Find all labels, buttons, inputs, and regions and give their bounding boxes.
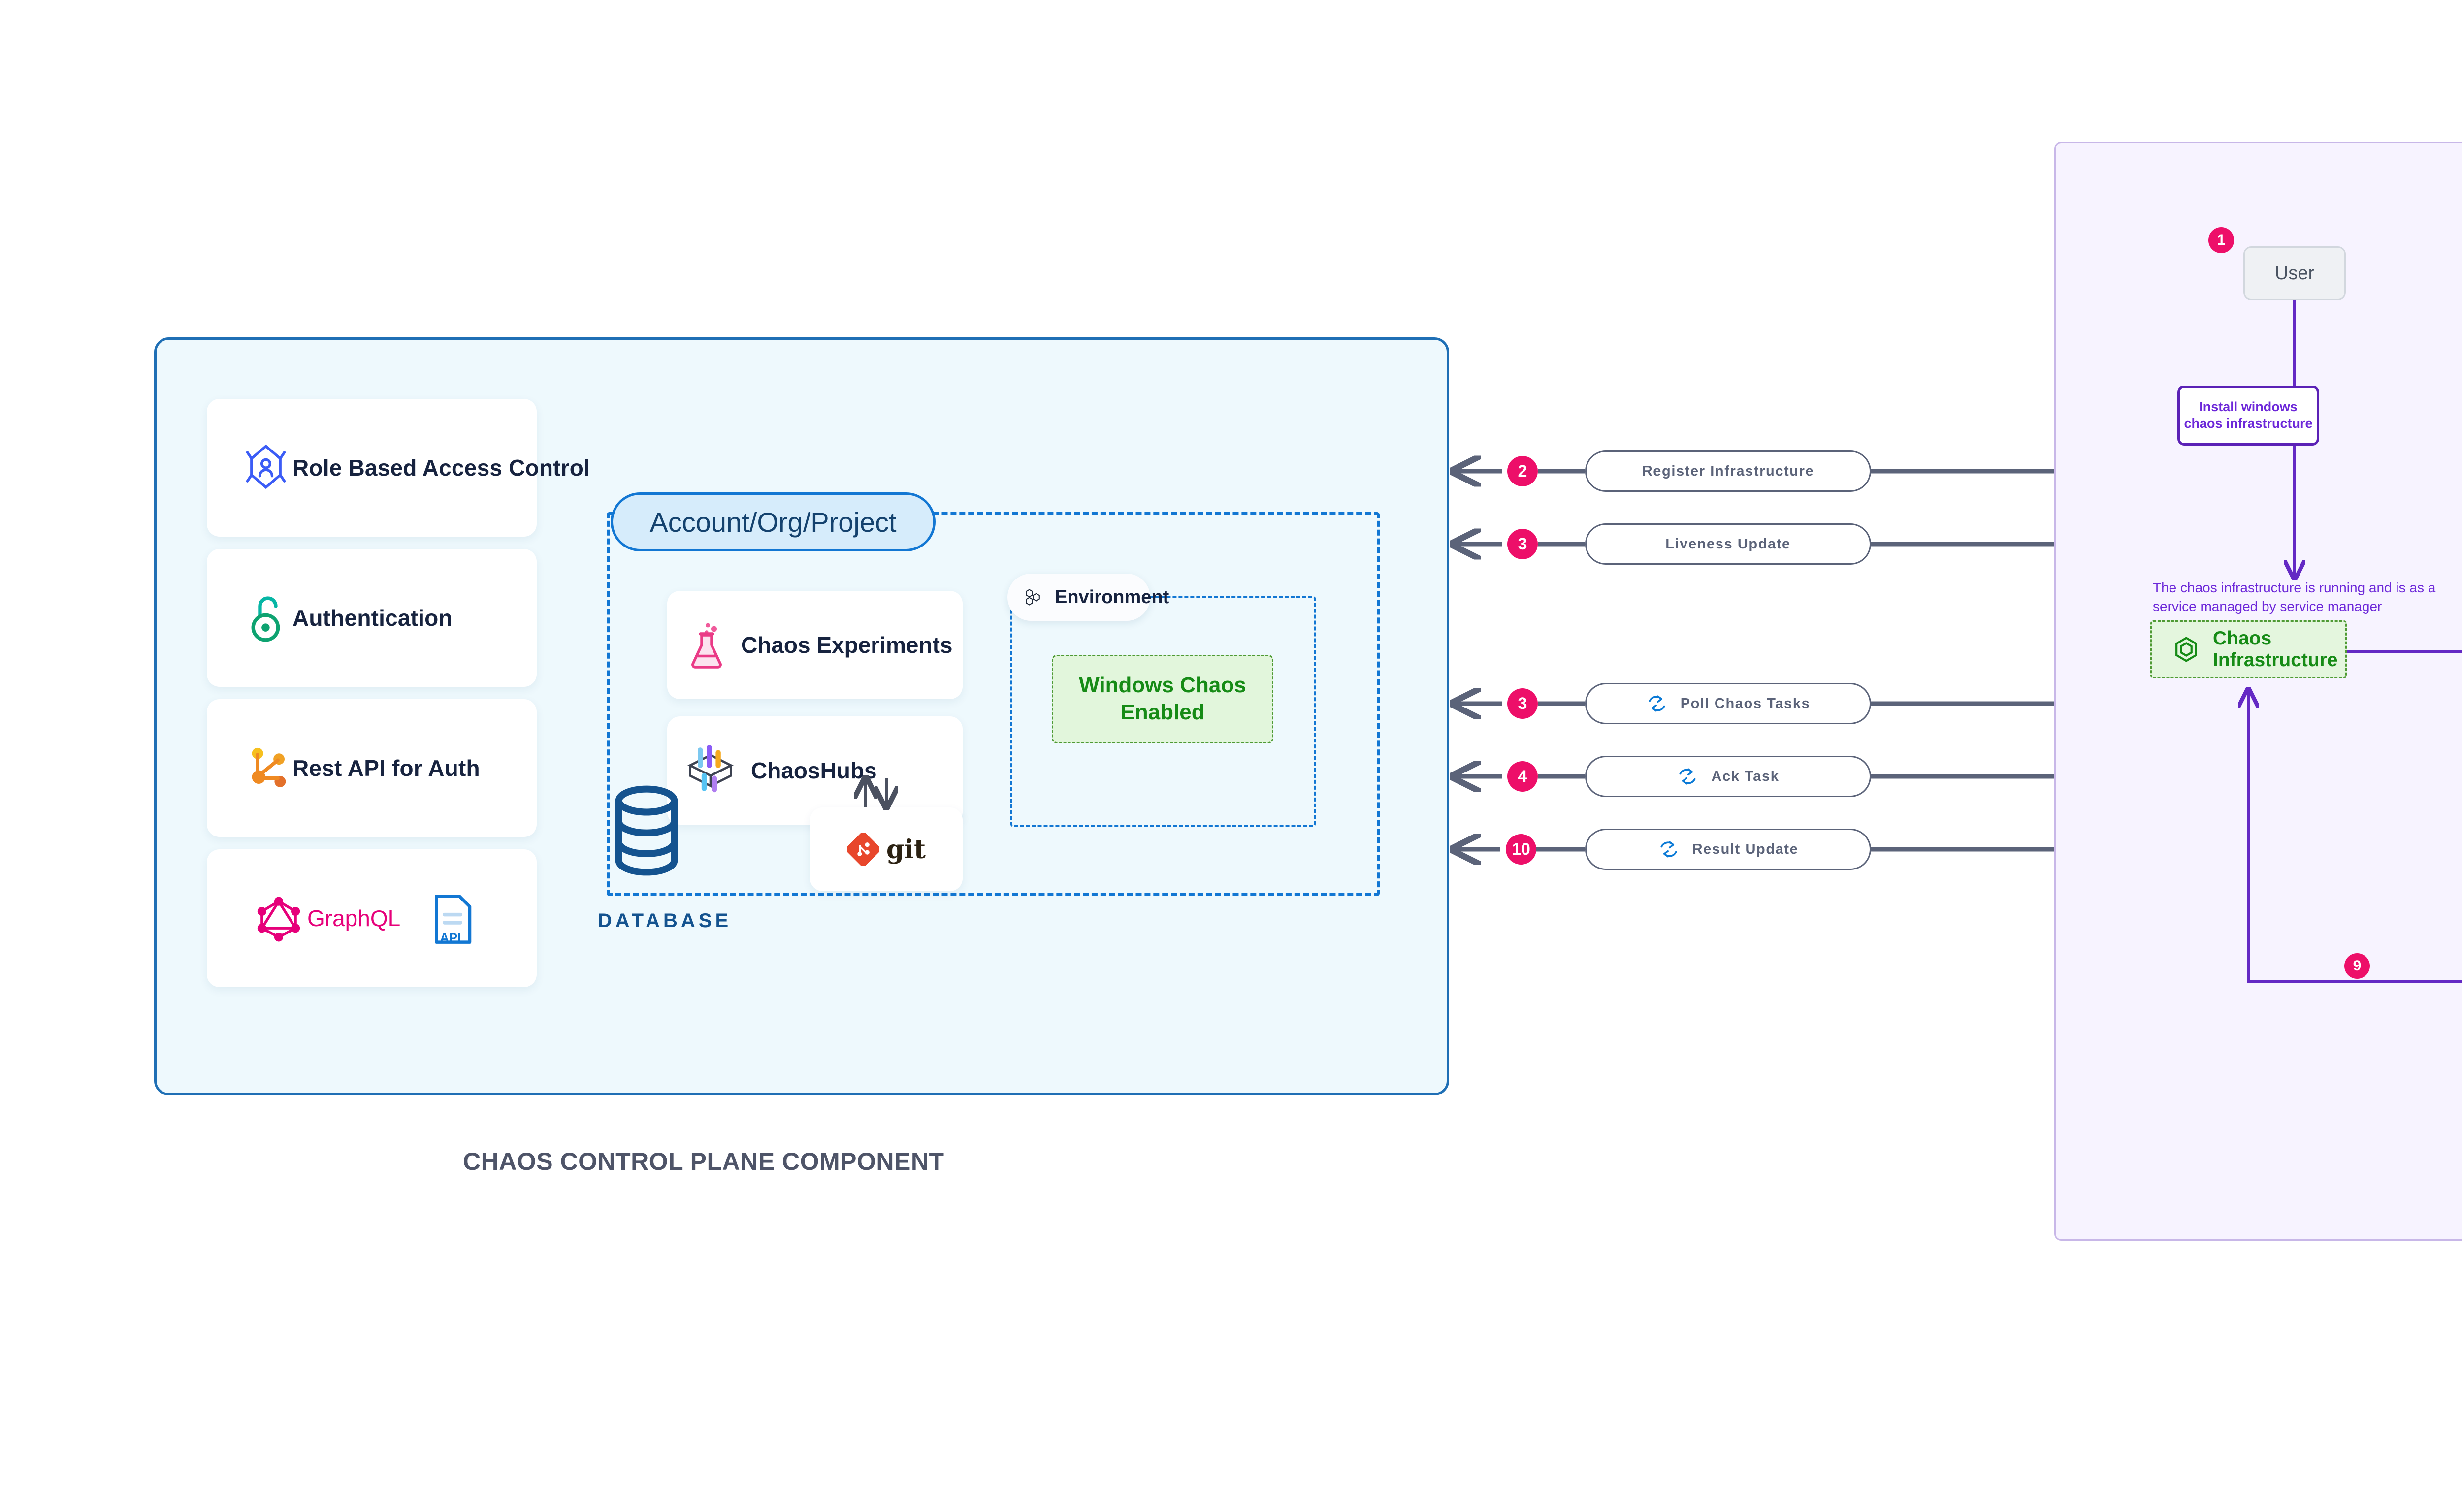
lock-icon: [245, 590, 291, 644]
hexagon-icon: [2172, 636, 2200, 663]
connector-label: Register Infrastructure: [1642, 463, 1814, 479]
user-node[interactable]: User: [2243, 246, 2346, 300]
feature-label: GraphQL: [307, 905, 401, 931]
feature-label: Role Based Access Control: [292, 455, 590, 481]
flask-icon: [687, 620, 726, 670]
chaos-infrastructure-node[interactable]: Chaos Infrastructure: [2150, 620, 2347, 678]
graphql-icon: [254, 895, 303, 944]
card-chaos-experiments[interactable]: Chaos Experiments: [667, 591, 963, 699]
feature-card-rest-api[interactable]: Rest API for Auth: [207, 699, 537, 837]
control-plane-title: CHAOS CONTROL PLANE COMPONENT: [463, 1148, 944, 1175]
connector-label: Ack Task: [1711, 768, 1780, 784]
chaos-infrastructure-label: Chaos Infrastructure: [2213, 628, 2338, 671]
environment-scope: [1010, 596, 1316, 827]
database-icon: [610, 784, 683, 877]
step-badge-4: 4: [1507, 761, 1538, 792]
card-git[interactable]: git: [810, 807, 963, 891]
rbac-icon: [241, 442, 291, 491]
connector-label: Poll Chaos Tasks: [1680, 695, 1811, 711]
chaos-execution-plane-panel: [2054, 142, 2462, 1241]
step-badge-3b: 3: [1507, 688, 1538, 719]
feature-label: Rest API for Auth: [292, 755, 480, 781]
sync-icon: [1646, 693, 1668, 714]
windows-chaos-enabled-badge: Windows Chaos Enabled: [1052, 655, 1273, 743]
install-windows-chaos-infrastructure-node[interactable]: Install windows chaos infrastructure: [2177, 386, 2319, 446]
api-node-icon: [246, 744, 292, 792]
connector-register-infrastructure[interactable]: Register Infrastructure: [1585, 450, 1871, 492]
connector-label: Liveness Update: [1665, 536, 1791, 552]
step-badge-3a: 3: [1507, 529, 1538, 559]
feature-label: Authentication: [292, 605, 453, 631]
card-label: Chaos Experiments: [741, 632, 953, 658]
connector-label: Result Update: [1692, 841, 1799, 857]
environment-pill[interactable]: Environment: [1007, 574, 1169, 621]
step-badge-2: 2: [1507, 456, 1538, 486]
note-infra-running: The chaos infrastructure is running and …: [2153, 580, 2436, 614]
connector-poll-chaos-tasks[interactable]: Poll Chaos Tasks: [1585, 683, 1871, 724]
feature-card-authentication[interactable]: Authentication: [207, 549, 537, 687]
step-badge-1: 1: [2208, 227, 2234, 253]
git-label: git: [886, 834, 926, 865]
step-badge-9: 9: [2344, 953, 2370, 979]
feature-card-rbac[interactable]: Role Based Access Control: [207, 399, 590, 537]
git-icon: [846, 833, 879, 866]
environment-label: Environment: [1055, 586, 1169, 608]
account-org-project-pill[interactable]: Account/Org/Project: [611, 492, 936, 551]
testtube-rack-icon: [685, 742, 736, 799]
connector-result-update[interactable]: Result Update: [1585, 829, 1871, 870]
sync-icon: [1677, 766, 1698, 787]
connector-ack-task[interactable]: Ack Task: [1585, 756, 1871, 797]
database-label: DATABASE: [597, 910, 732, 932]
hexagon-cluster-icon: [1024, 587, 1045, 608]
connector-liveness-update[interactable]: Liveness Update: [1585, 523, 1871, 565]
sync-icon: [1658, 838, 1680, 860]
account-org-project-scope: [607, 512, 1380, 896]
card-chaoshubs[interactable]: ChaosHubs: [667, 716, 963, 825]
step-badge-10: 10: [1506, 834, 1536, 865]
svg-text:API: API: [440, 932, 461, 945]
api-doc-icon: API: [429, 892, 476, 947]
card-label: ChaosHubs: [751, 758, 877, 783]
feature-card-graphql[interactable]: GraphQL API: [207, 849, 537, 987]
